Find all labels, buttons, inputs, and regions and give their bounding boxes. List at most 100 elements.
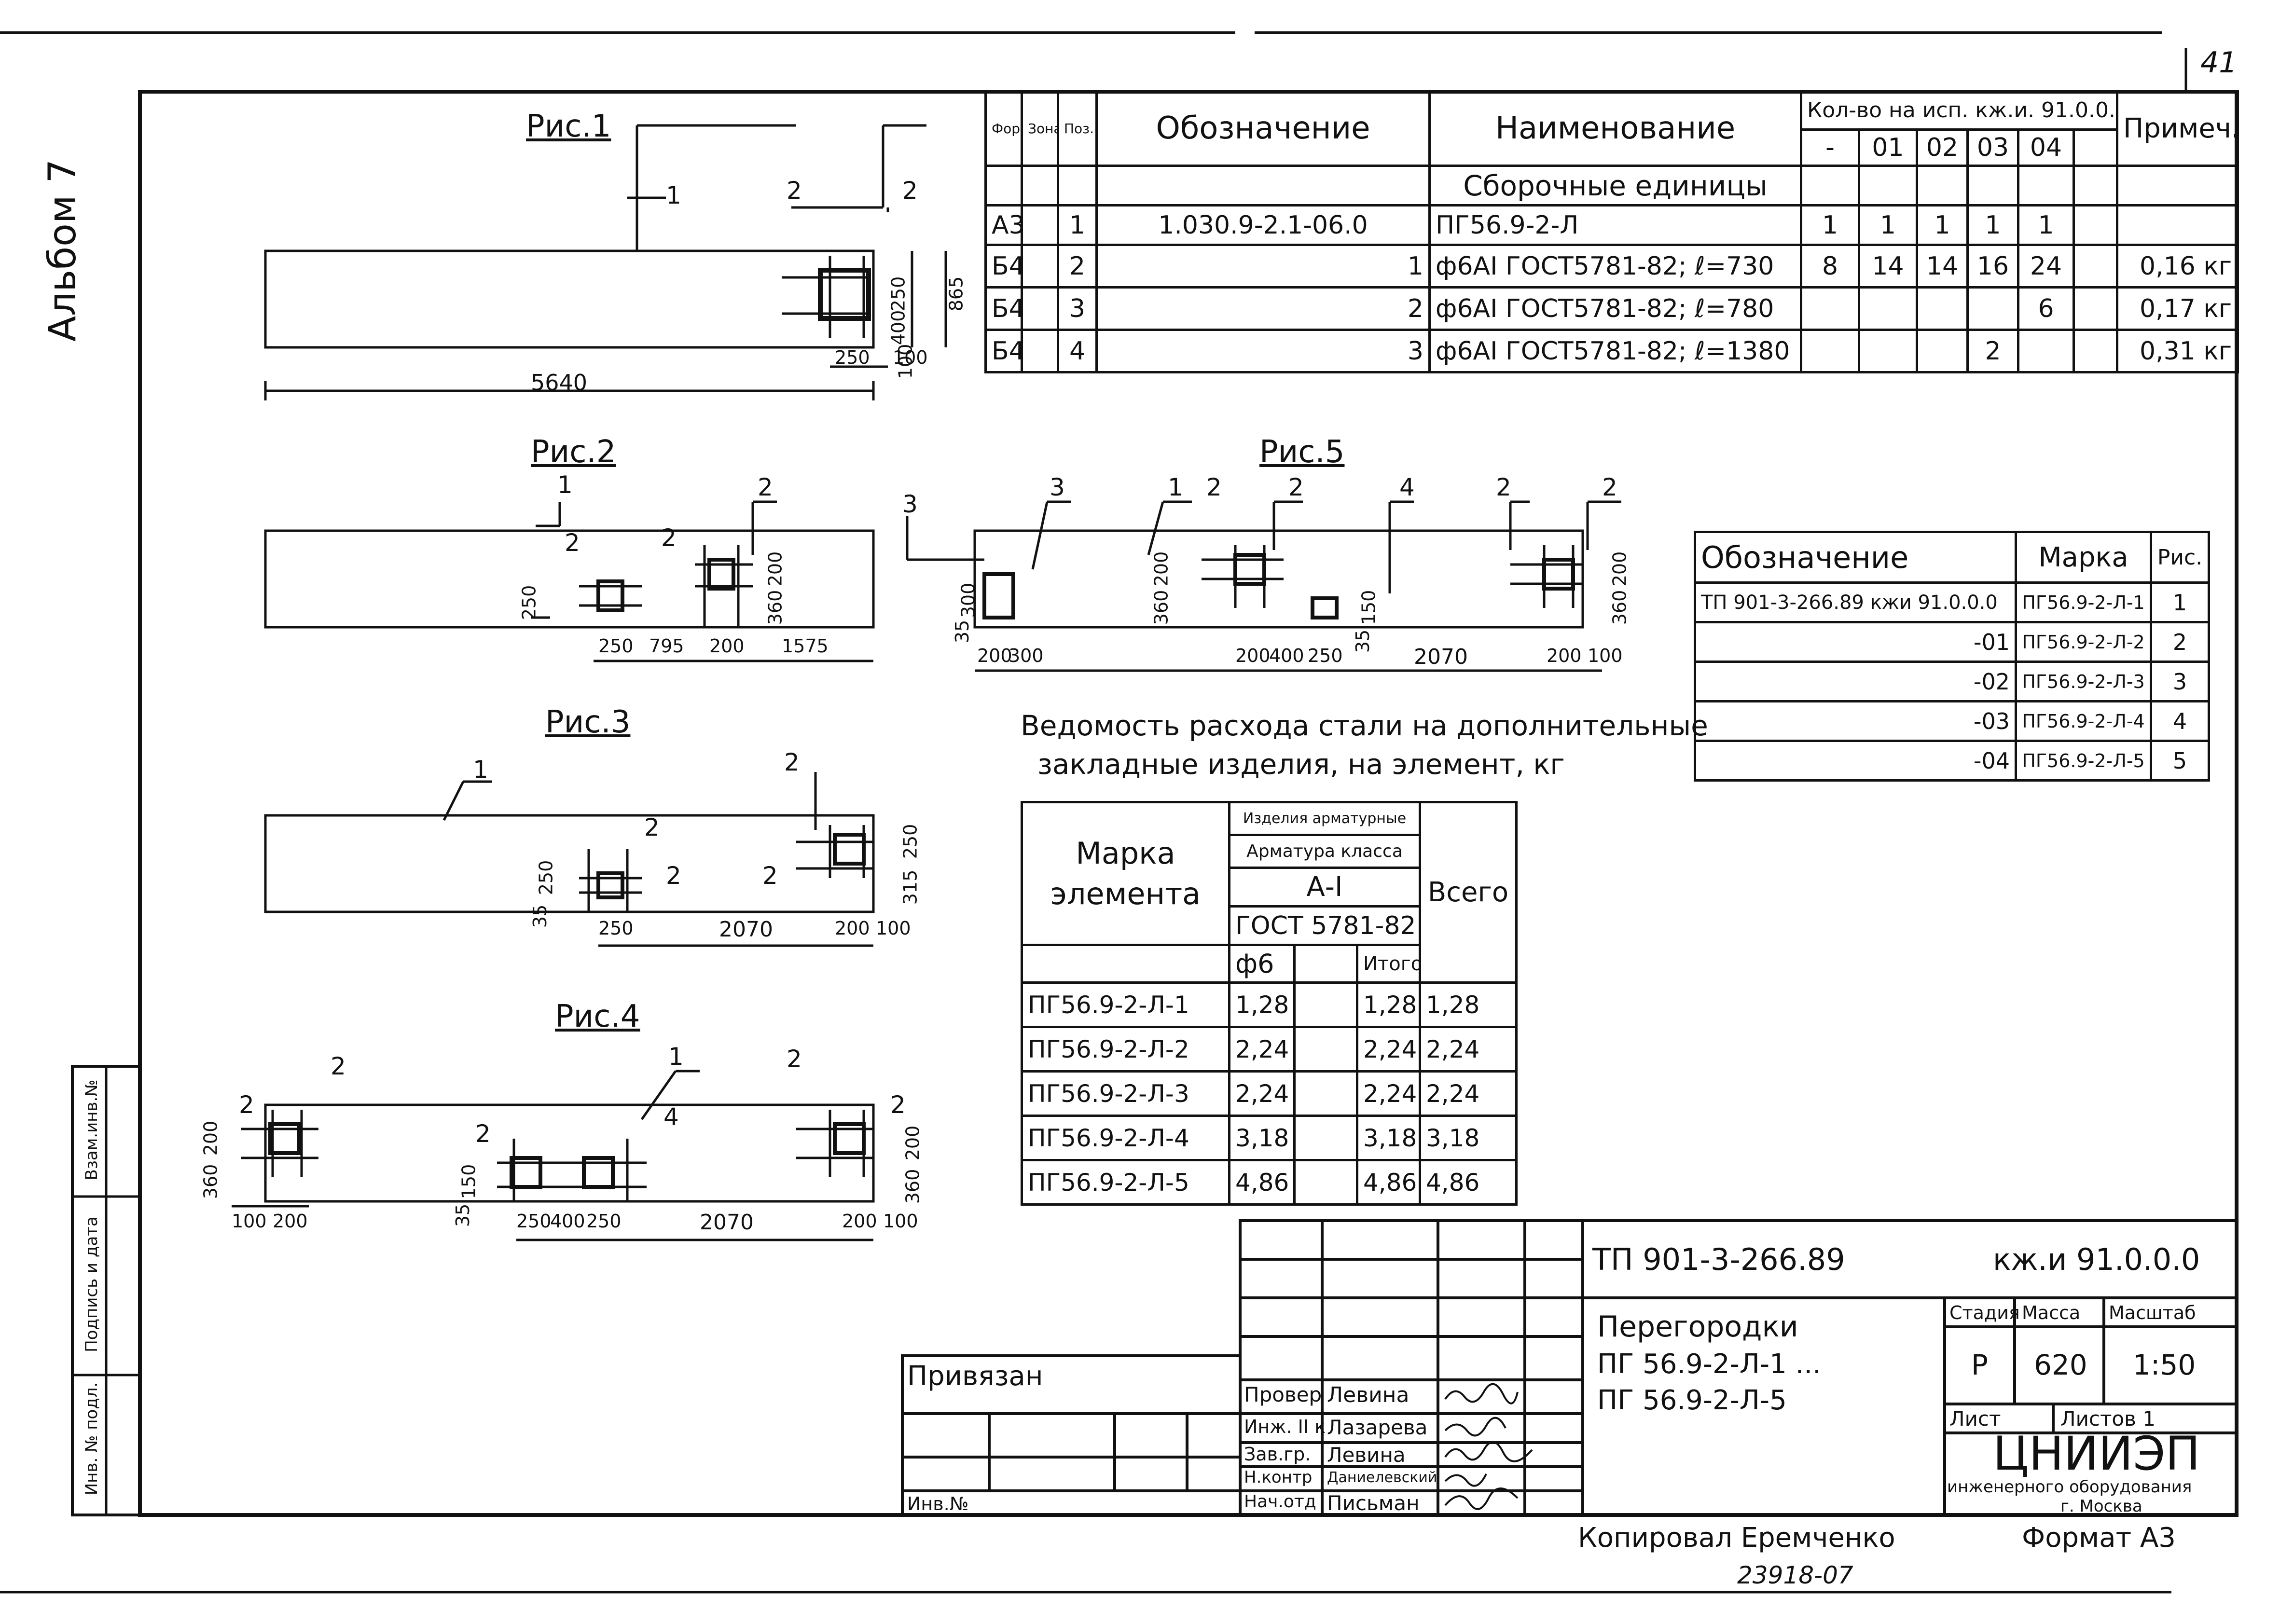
fig4-dim: 200 — [273, 1211, 308, 1232]
fig5-title: Рис.5 — [1259, 434, 1345, 470]
fig4-label: 4 — [663, 1103, 679, 1131]
steel-table-title-1: Ведомость расхода стали на дополнительны… — [1021, 709, 1708, 742]
stamp-stage: Р — [1971, 1349, 1988, 1381]
fig2-dim: 1575 — [782, 635, 829, 657]
spec-header-name: Наименование — [1428, 90, 1802, 167]
fig1-label: 2 — [787, 177, 802, 205]
fig5-label: 2 — [1602, 473, 1617, 501]
steel-row: ПГ56.9-2-Л-5 4,86 4,86 4,86 — [1021, 1159, 1518, 1206]
signer-role: Зав.гр. — [1244, 1444, 1311, 1465]
fig5-label: 2 — [1288, 473, 1304, 501]
signer-name: Левина — [1327, 1383, 1409, 1407]
fig5-label: 4 — [1399, 473, 1415, 501]
fig2-panel — [264, 500, 875, 662]
fig4-label: 1 — [668, 1043, 684, 1071]
fig5-dim: 2070 — [1414, 645, 1468, 669]
stamp-bound-label: Привязан — [907, 1361, 1043, 1392]
fig3-dim: 250 — [598, 918, 634, 939]
fig5-dim: 200 — [1547, 645, 1582, 666]
stamp-title-3: ПГ 56.9-2-Л-5 — [1597, 1385, 1787, 1416]
fig4-dim: 200 — [842, 1211, 877, 1232]
fig4-title: Рис.4 — [555, 999, 640, 1034]
fig3-label: 2 — [644, 813, 660, 841]
fig2-title: Рис.2 — [531, 434, 616, 470]
steel-group-2: Арматура класса — [1228, 834, 1421, 869]
fig5-panel — [906, 500, 1621, 672]
spec-header-designation: Обозначение — [1095, 90, 1431, 167]
fig4-label: 2 — [890, 1091, 906, 1119]
fig3-title: Рис.3 — [545, 704, 631, 740]
stamp-project: ТП 901-3-266.89 — [1592, 1242, 1845, 1277]
fig3-label: 2 — [784, 748, 800, 776]
fig5-dim: 100 — [1588, 645, 1623, 666]
stamp-stage-label: Стадия — [1949, 1302, 2020, 1323]
spec-qty-col-3: 03 — [1966, 128, 2019, 167]
fig1-label: 2 — [902, 177, 918, 205]
signer-role: Инж. II к — [1244, 1416, 1326, 1437]
fig2-label: 2 — [565, 529, 580, 557]
fig1-length: 5640 — [531, 370, 588, 396]
fig5-label: 2 — [1496, 473, 1511, 501]
fig4-label: 2 — [787, 1045, 802, 1073]
signer-name: Левина — [1327, 1443, 1406, 1467]
steel-group-1: Изделия арматурные — [1228, 801, 1421, 836]
spec-row: А3 1 1.030.9-2.1-06.0 ПГ56.9-2-Л 1 1 1 1… — [984, 204, 2239, 246]
spec-header-format: Формат — [984, 90, 1023, 167]
fig4-dim: 100 — [232, 1211, 267, 1232]
stamp-title-1: Перегородки — [1597, 1310, 1798, 1344]
signer-name: Даниелевский — [1327, 1469, 1437, 1486]
stamp-sheet-label: Лист — [1949, 1407, 2001, 1431]
signer-name: Лазарева — [1327, 1416, 1428, 1439]
archive-number: 23918-07 — [1737, 1561, 1853, 1589]
signer-role: Нач.отд — [1244, 1492, 1316, 1512]
fig4-panel — [232, 1070, 875, 1241]
mark-table: Обозначение Марка Рис. ТП 901-3-266.89 к… — [1694, 531, 2210, 782]
mark-header-mark: Марка — [2015, 531, 2152, 584]
spec-table: Формат Зона Поз. Обозначение Наименовани… — [984, 90, 2239, 373]
fig3-label: 2 — [666, 862, 681, 890]
stamp-mass: 620 — [2034, 1349, 2087, 1381]
steel-row: ПГ56.9-2-Л-1 1,28 1,28 1,28 — [1021, 981, 1518, 1028]
stamp-inv-label: Инв.№ — [907, 1493, 969, 1514]
fig5-label: 3 — [1050, 473, 1065, 501]
steel-col-itogo: Итого — [1356, 944, 1421, 984]
steel-table: Марка элемента Изделия арматурные Всего … — [1021, 801, 1518, 1206]
stamp-title-2: ПГ 56.9-2-Л-1 ... — [1597, 1349, 1821, 1380]
fig3-label: 2 — [762, 862, 778, 890]
steel-gost: ГОСТ 5781-82 — [1228, 905, 1421, 946]
fig3-label: 1 — [473, 756, 488, 784]
mark-row: -01 ПГ56.9-2-Л-2 2 — [1694, 621, 2210, 663]
spec-row: Б4 2 1 ф6АI ГОСТ5781-82; ℓ=730 8 14 14 1… — [984, 244, 2239, 289]
mark-header-fig: Рис. — [2150, 531, 2210, 584]
steel-total-header: Всего — [1419, 801, 1518, 984]
fig5-label: 2 — [1206, 473, 1222, 501]
signer-role: Н.контр — [1244, 1468, 1313, 1487]
spec-qty-col-4: 04 — [2017, 128, 2075, 167]
fig2-label: 1 — [557, 471, 573, 499]
fig5-dim: 200 — [977, 645, 1012, 666]
fig2-label: 2 — [661, 524, 677, 552]
stamp-sheets-label: Листов 1 — [2060, 1407, 2156, 1431]
fig3-dim: 200 — [835, 918, 870, 939]
steel-row: ПГ56.9-2-Л-4 3,18 3,18 3,18 — [1021, 1115, 1518, 1161]
fig3-panel — [264, 772, 875, 947]
fig5-dim: 400 — [1269, 645, 1304, 666]
fig1-label: 1 — [666, 181, 681, 209]
spec-qty-col-0: - — [1800, 128, 1860, 167]
stamp-mass-label: Масса — [2022, 1302, 2081, 1323]
stamp-code: кж.и 91.0.0.0 — [1993, 1242, 2200, 1277]
fig2-label: 2 — [758, 473, 773, 501]
fig4-dim: 2070 — [700, 1210, 754, 1235]
fig1-w2: 100 — [893, 347, 928, 368]
steel-class: А-I — [1228, 867, 1421, 908]
spec-header-note: Примеч. — [2116, 90, 2239, 167]
fig4-dim: 100 — [883, 1211, 918, 1232]
steel-row: ПГ56.9-2-Л-3 2,24 2,24 2,24 — [1021, 1070, 1518, 1117]
fig2-dim: 795 — [649, 635, 684, 657]
fig4-dim: 250 — [516, 1211, 552, 1232]
fig3-dim: 2070 — [719, 917, 773, 942]
spec-header-qty: Кол-во на исп. кж.и. 91.0.0.0 — [1799, 90, 2119, 131]
signer-role: Провер — [1244, 1383, 1322, 1406]
